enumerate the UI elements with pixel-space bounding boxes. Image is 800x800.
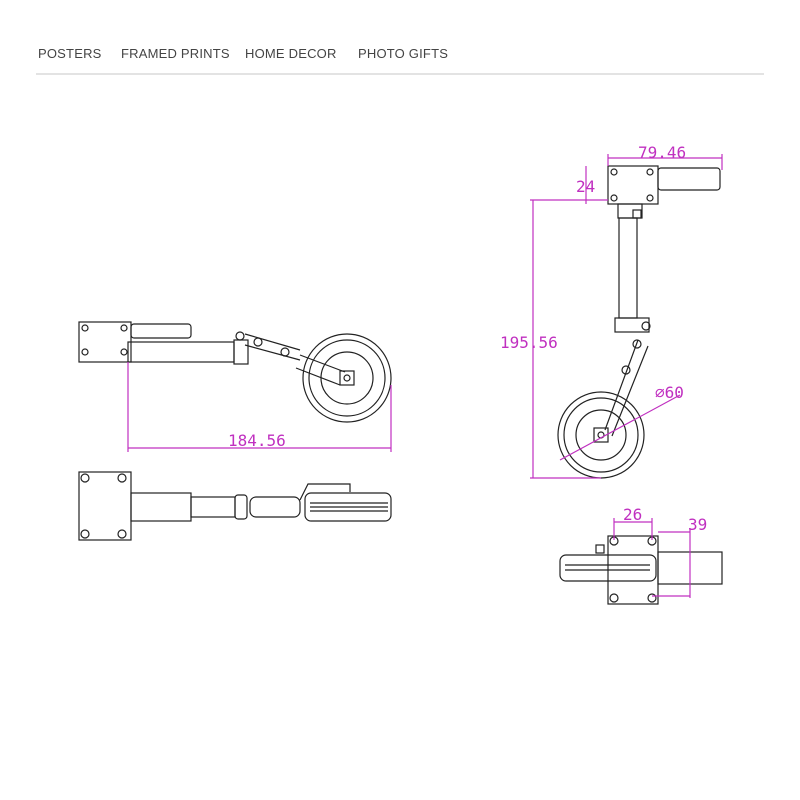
bottom-view: [559, 535, 723, 605]
dimension-wheel-diameter: ⌀60: [655, 383, 684, 402]
nav-framed-prints[interactable]: FRAMED PRINTS: [121, 46, 230, 61]
dimension-front-offset: 24: [576, 177, 595, 196]
dimension-side-length: 184.56: [228, 431, 286, 450]
side-view: [78, 321, 392, 423]
dimension-front-width: 79.46: [638, 143, 686, 162]
front-view-dimensions: [530, 154, 723, 479]
nav-photo-gifts[interactable]: PHOTO GIFTS: [358, 46, 449, 61]
dimension-front-height: 195.56: [500, 333, 558, 352]
front-view: [557, 165, 721, 479]
nav-posters[interactable]: POSTERS: [38, 46, 102, 61]
nav-home-decor[interactable]: HOME DECOR: [245, 46, 337, 61]
side-view-dimension: [127, 362, 392, 452]
bottom-view-dimensions: [613, 518, 691, 598]
top-view: [78, 471, 392, 541]
dimension-bottom-spacing: 26: [623, 505, 642, 524]
dimension-bottom-width: 39: [688, 515, 707, 534]
top-navigation: POSTERS FRAMED PRINTS HOME DECOR PHOTO G…: [36, 46, 764, 75]
